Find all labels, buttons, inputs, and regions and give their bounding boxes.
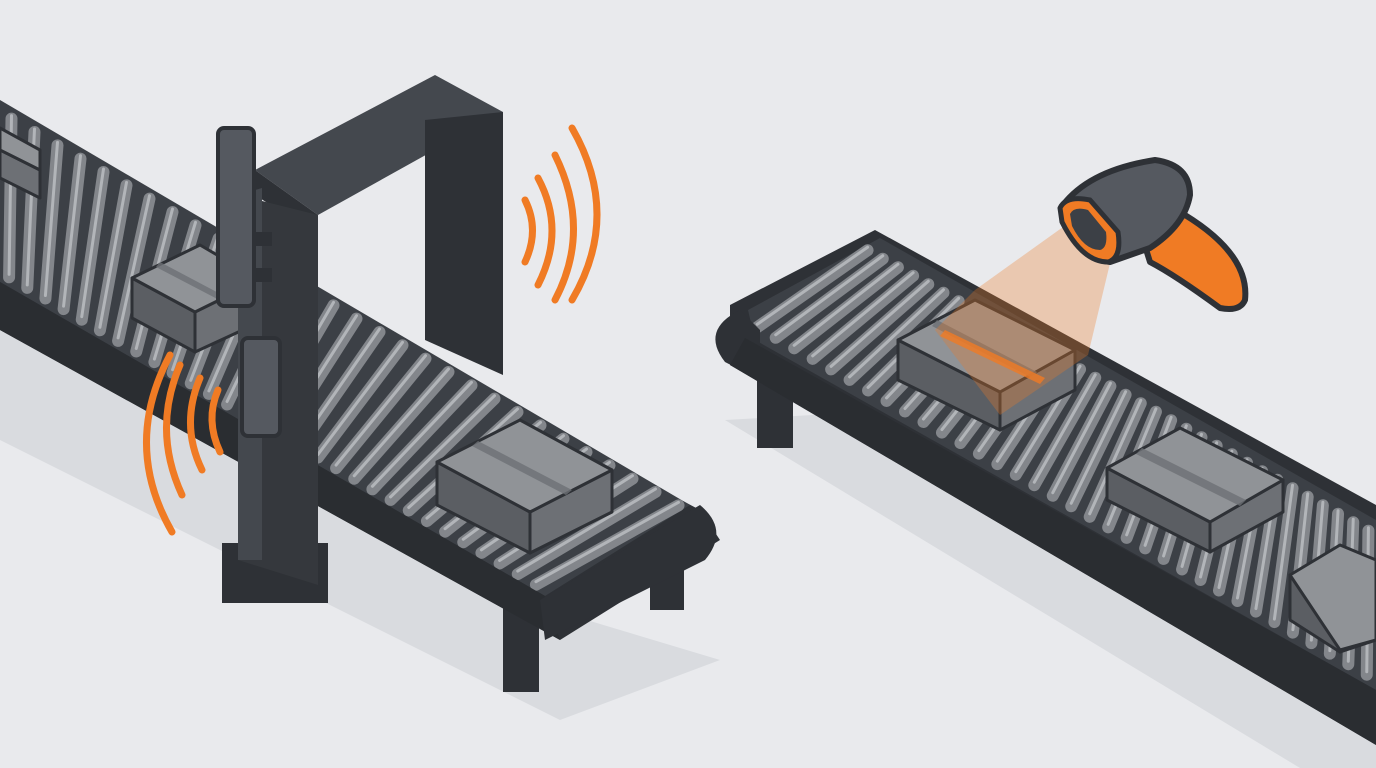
left-box-1-top <box>0 126 42 172</box>
right-roller-highlight <box>1069 390 1128 505</box>
left-end-cap <box>540 505 717 640</box>
right-near-rail <box>730 338 1376 745</box>
right-roller <box>788 261 904 355</box>
scanner-window <box>1070 208 1107 250</box>
right-roller-highlight <box>792 262 900 347</box>
left-roller-highlight <box>43 140 59 297</box>
wave-left-4 <box>143 351 176 536</box>
wave-left-2 <box>187 374 206 474</box>
rfid-antenna-lower <box>240 336 282 438</box>
right-roller <box>806 269 920 365</box>
radio-waves-icon <box>143 124 601 536</box>
right-roller-highlight <box>1272 483 1295 621</box>
right-roller <box>751 244 874 334</box>
portal-top-beam <box>255 75 503 215</box>
scan-line <box>940 330 1045 384</box>
left-roller-highlight <box>389 394 496 499</box>
wave-right-2 <box>534 174 556 289</box>
left-roller-highlight <box>98 180 128 329</box>
right-roller <box>769 252 889 344</box>
left-roller <box>529 499 685 591</box>
right-roller-highlight <box>811 271 915 358</box>
right-roller-highlight <box>1051 381 1112 495</box>
rfid-antenna-upper <box>216 126 256 308</box>
left-roller <box>384 392 501 506</box>
left-roller-highlight <box>62 154 82 308</box>
left-box-1 <box>0 126 42 200</box>
right-roller-highlight <box>774 254 885 337</box>
left-roller <box>311 339 409 464</box>
wave-right-4 <box>568 124 601 304</box>
right-roller-highlight <box>829 279 930 368</box>
right-box-2 <box>1105 426 1285 554</box>
wave-left-1 <box>208 386 224 456</box>
barcode-scanner-icon <box>1057 157 1249 312</box>
portal-back-leg <box>425 112 503 375</box>
antenna-bracket-1 <box>254 232 272 246</box>
left-box-3-tape <box>472 441 572 495</box>
right-roller <box>825 278 935 376</box>
left-roller-highlight <box>534 500 680 584</box>
scanner-beam <box>935 222 1112 415</box>
right-roller-highlight <box>848 288 945 379</box>
right-box-3 <box>1288 543 1376 654</box>
wave-right-1 <box>521 196 536 266</box>
left-box-3 <box>435 418 614 555</box>
rfid-gate-icon <box>216 75 503 603</box>
antenna-bracket-2 <box>254 268 272 282</box>
left-roller-highlight <box>370 380 473 488</box>
left-roller-highlight <box>316 340 404 456</box>
left-roller <box>348 366 455 485</box>
right-roller <box>843 286 950 386</box>
left-box-2-tape <box>156 262 228 303</box>
wave-right-3 <box>551 151 577 304</box>
left-roller <box>330 352 432 475</box>
right-box-3-top <box>1288 543 1376 652</box>
right-roller-highlight <box>755 245 870 326</box>
right-conveyor <box>715 230 1376 768</box>
wave-left-3 <box>163 361 186 499</box>
left-roller-highlight <box>334 354 427 467</box>
right-box-2-tape <box>1136 448 1246 506</box>
left-roller-highlight <box>352 367 450 478</box>
left-roller <box>366 379 478 496</box>
right-roller-highlight <box>1088 398 1143 516</box>
left-roller-highlight <box>80 167 105 319</box>
left-roller <box>511 486 662 581</box>
right-conveyor-shadow <box>725 410 1376 768</box>
right-roller-highlight <box>1032 373 1097 484</box>
left-roller-highlight <box>516 487 657 573</box>
left-roller-highlight <box>116 194 151 340</box>
right-boxes <box>896 298 1376 654</box>
